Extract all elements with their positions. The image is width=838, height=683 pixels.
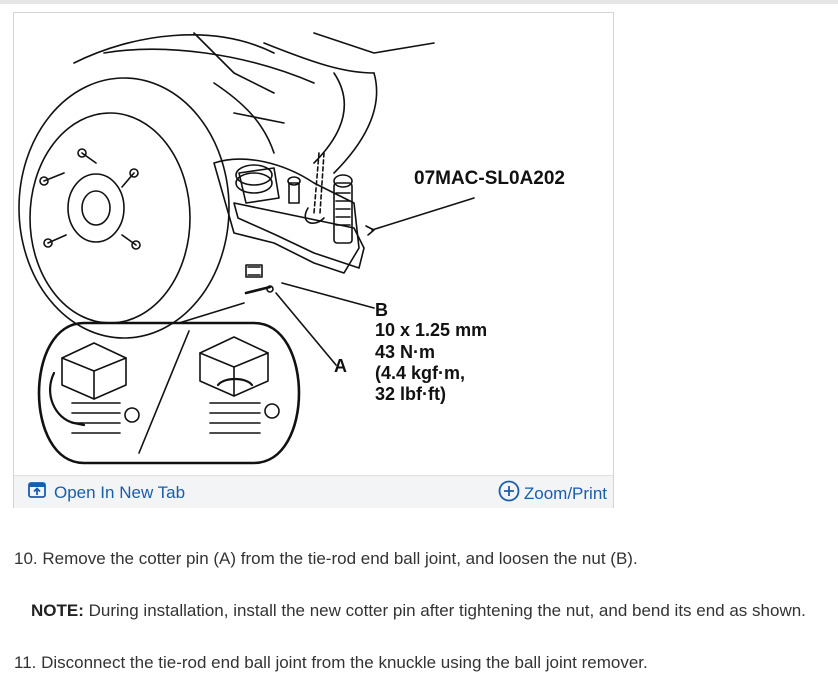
note-text: During installation, install the new cot…	[83, 601, 806, 620]
spec-torque-nm: 43 N·m	[375, 342, 436, 362]
note-paragraph: NOTE: During installation, install the n…	[31, 601, 806, 621]
zoom-print-label: Zoom/Print	[523, 483, 607, 503]
step-10-text: 10. Remove the cotter pin (A) from the t…	[14, 549, 638, 568]
note-label: NOTE:	[31, 601, 84, 620]
open-in-new-tab-label: Open In New Tab	[54, 482, 186, 502]
tie-rod-diagram-drawing	[18, 32, 475, 465]
figure-footer-bar: Open In New Tab Zoom/Print	[14, 475, 613, 508]
service-illustration: 07MAC-SL0A202 B 10 x 1.25 mm 43 N·m A (4…	[14, 13, 613, 475]
tool-part-number: 07MAC-SL0A202	[414, 168, 565, 189]
top-divider	[0, 0, 838, 4]
spec-size: 10 x 1.25 mm	[375, 320, 488, 340]
callout-b: B	[375, 300, 388, 320]
spec-torque-lbf: 32 lbf·ft)	[375, 384, 446, 404]
zoom-print-link[interactable]: Zoom/Print	[498, 480, 607, 507]
callout-a: A	[334, 356, 347, 376]
spec-torque-kgf: (4.4 kgf·m,	[375, 363, 466, 383]
open-new-tab-icon	[28, 482, 46, 503]
figure-panel: 07MAC-SL0A202 B 10 x 1.25 mm 43 N·m A (4…	[13, 12, 614, 508]
step-11-text: 11. Disconnect the tie-rod end ball join…	[14, 653, 648, 672]
open-in-new-tab-link[interactable]: Open In New Tab	[28, 482, 185, 503]
plus-circle-icon	[498, 480, 520, 507]
